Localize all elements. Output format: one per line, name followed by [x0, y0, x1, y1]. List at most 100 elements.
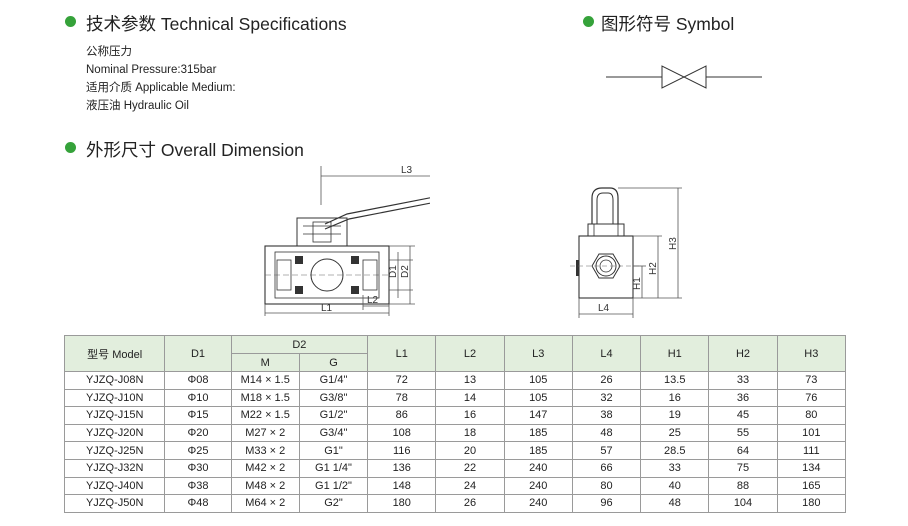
cell-h3: 111 — [776, 441, 847, 460]
cell-d1: Φ10 — [164, 388, 232, 408]
cell-g: G3/4" — [298, 423, 369, 443]
cell-m: M14 × 1.5 — [230, 371, 300, 390]
cell-h2: 64 — [708, 441, 778, 460]
spec-line: Nominal Pressure:315bar — [86, 64, 217, 76]
tech-spec-bullet-icon — [65, 16, 76, 27]
header-d1: D1 — [164, 335, 232, 372]
cell-l2: 22 — [435, 458, 505, 478]
cell-model: YJZQ-J20N — [63, 423, 166, 443]
cell-h2: 55 — [708, 423, 778, 443]
cell-g: G1/4" — [298, 371, 369, 390]
cell-d1: Φ38 — [164, 476, 232, 496]
cell-h1: 33 — [640, 458, 710, 478]
cell-h1: 16 — [640, 388, 710, 408]
cell-model: YJZQ-J50N — [63, 494, 166, 513]
cell-l1: 72 — [367, 371, 437, 390]
cell-h2: 104 — [708, 494, 778, 513]
cell-l3: 185 — [503, 441, 573, 460]
dim-label-h2: H2 — [648, 262, 659, 275]
cell-g: G1 1/2" — [298, 476, 369, 496]
dim-label-l3: L3 — [401, 165, 413, 176]
dim-label-l4: L4 — [598, 303, 610, 314]
cell-l3: 105 — [503, 371, 573, 390]
cell-l4: 32 — [571, 388, 642, 408]
symbol-heading: 图形符号 Symbol — [601, 14, 735, 34]
cell-d1: Φ08 — [164, 371, 232, 390]
cell-l4: 26 — [571, 371, 642, 390]
cell-model: YJZQ-J40N — [63, 476, 166, 496]
table-subheader-row: M G — [65, 353, 846, 372]
overall-bullet-icon — [65, 142, 76, 153]
symbol-bullet-icon — [583, 16, 594, 27]
header-d2-g: G — [298, 353, 369, 372]
cell-m: M22 × 1.5 — [230, 406, 300, 425]
header-l4: L4 — [571, 335, 642, 372]
cell-model: YJZQ-J25N — [63, 441, 166, 460]
header-d2-m: M — [230, 353, 300, 372]
cell-h1: 48 — [640, 494, 710, 513]
spec-line: 适用介质 Applicable Medium: — [86, 82, 236, 94]
cell-l3: 240 — [503, 476, 573, 496]
valve-symbol-icon — [606, 65, 762, 89]
cell-l1: 180 — [367, 494, 437, 513]
valve-side-view-drawing: L3 D1 D2 L1 L2 — [264, 165, 430, 316]
cell-h2: 33 — [708, 371, 778, 390]
cell-m: M48 × 2 — [230, 476, 300, 496]
cell-l1: 148 — [367, 476, 437, 496]
cell-model: YJZQ-J08N — [63, 371, 166, 390]
cell-l2: 24 — [435, 476, 505, 496]
cell-d1: Φ48 — [164, 494, 232, 513]
cell-h2: 36 — [708, 388, 778, 408]
cell-d1: Φ25 — [164, 441, 232, 460]
cell-l2: 14 — [435, 388, 505, 408]
header-d2: D2 — [230, 335, 369, 354]
cell-model: YJZQ-J32N — [63, 458, 166, 478]
cell-l4: 48 — [571, 423, 642, 443]
header-l1: L1 — [367, 335, 437, 372]
tech-spec-heading: 技术参数 Technical Specifications — [86, 14, 347, 34]
cell-d1: Φ20 — [164, 423, 232, 443]
table-header-row: 型号 Model D1 D2 L1 L2 L3 L4 H1 H2 H3 — [63, 335, 847, 372]
header-h1: H1 — [640, 335, 710, 372]
cell-g: G3/8" — [298, 388, 369, 408]
cell-m: M42 × 2 — [230, 458, 300, 478]
cell-d1: Φ30 — [164, 458, 232, 478]
spec-line: 公称压力 — [86, 46, 132, 58]
valve-front-view-drawing: H1 H2 H3 L4 — [570, 187, 682, 318]
cell-l2: 16 — [435, 406, 505, 425]
cell-l1: 86 — [367, 406, 437, 425]
cell-m: M18 × 1.5 — [230, 388, 300, 408]
cell-h2: 75 — [708, 458, 778, 478]
dim-label-h1: H1 — [632, 277, 643, 290]
cell-l4: 96 — [571, 494, 642, 513]
cell-h1: 13.5 — [640, 371, 710, 390]
cell-h1: 19 — [640, 406, 710, 425]
cell-l1: 78 — [367, 388, 437, 408]
header-h3: H3 — [776, 335, 847, 372]
cell-g: G1 1/4" — [298, 458, 369, 478]
cell-model: YJZQ-J15N — [63, 406, 166, 425]
cell-l4: 80 — [571, 476, 642, 496]
cell-h1: 40 — [640, 476, 710, 496]
cell-h3: 76 — [776, 388, 847, 408]
cell-l3: 240 — [503, 458, 573, 478]
header-model: 型号 Model — [63, 335, 166, 372]
cell-l4: 57 — [571, 441, 642, 460]
cell-h3: 80 — [776, 406, 847, 425]
cell-h3: 180 — [776, 494, 847, 513]
cell-d1: Φ15 — [164, 406, 232, 425]
cell-h2: 88 — [708, 476, 778, 496]
header-l2: L2 — [435, 335, 505, 372]
cell-h2: 45 — [708, 406, 778, 425]
cell-l2: 26 — [435, 494, 505, 513]
dim-label-l2: L2 — [367, 295, 379, 306]
dimension-table: 型号 Model D1 D2 L1 L2 L3 L4 H1 H2 H3 M G … — [63, 335, 847, 513]
dim-label-d1: D1 — [388, 265, 399, 278]
